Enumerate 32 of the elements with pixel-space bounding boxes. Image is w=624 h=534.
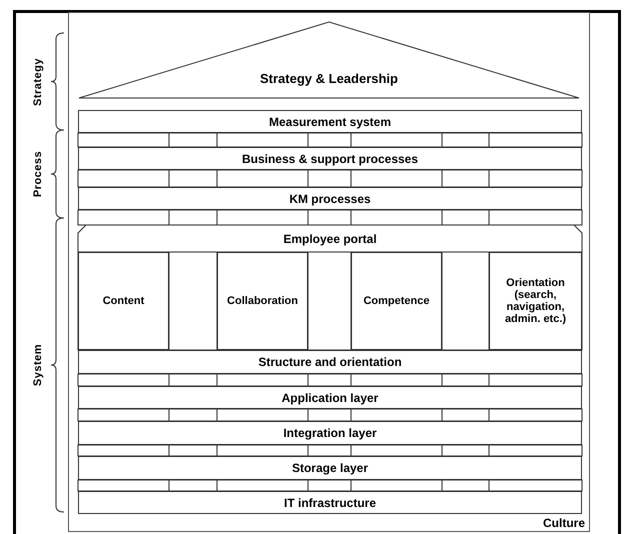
layer-label: Storage layer [292,461,368,475]
frame-title: Culture [543,516,585,530]
layer-label: Integration layer [283,426,377,440]
section-label: Process [32,150,44,198]
pillar-column [489,252,582,350]
layer-band [78,110,582,133]
layer-label: Business & support processes [242,152,418,166]
portal-band [78,225,582,252]
layer-band [78,456,582,480]
layer-band [78,421,582,445]
section-label: System [32,344,44,386]
pillar-column [351,252,442,350]
layer-label: Collaboration [227,295,298,307]
layer-label: Strategy & Leadership [260,71,398,86]
roof-triangle [79,22,579,98]
layer-label: Measurement system [268,114,392,128]
layer-label: Application layer [282,390,378,404]
pillar-column [217,252,308,350]
layer-label: Employee portal [283,232,377,246]
layer-band [78,147,582,170]
layer-label: Structure and orientation [258,355,402,369]
layer-label: IT infrastructure [284,496,376,510]
layer-band [78,187,582,210]
pillar-column [78,252,169,350]
layer-band [78,386,582,409]
layer-band [78,350,582,374]
layer-label: Orientation (search, navigation, admin. etc.) [504,277,568,325]
layer-label: Competence [363,295,430,307]
layer-label: Content [102,295,144,307]
section-label: Strategy [32,57,44,106]
layer-band [78,491,582,514]
layer-label: KM processes [289,192,371,206]
